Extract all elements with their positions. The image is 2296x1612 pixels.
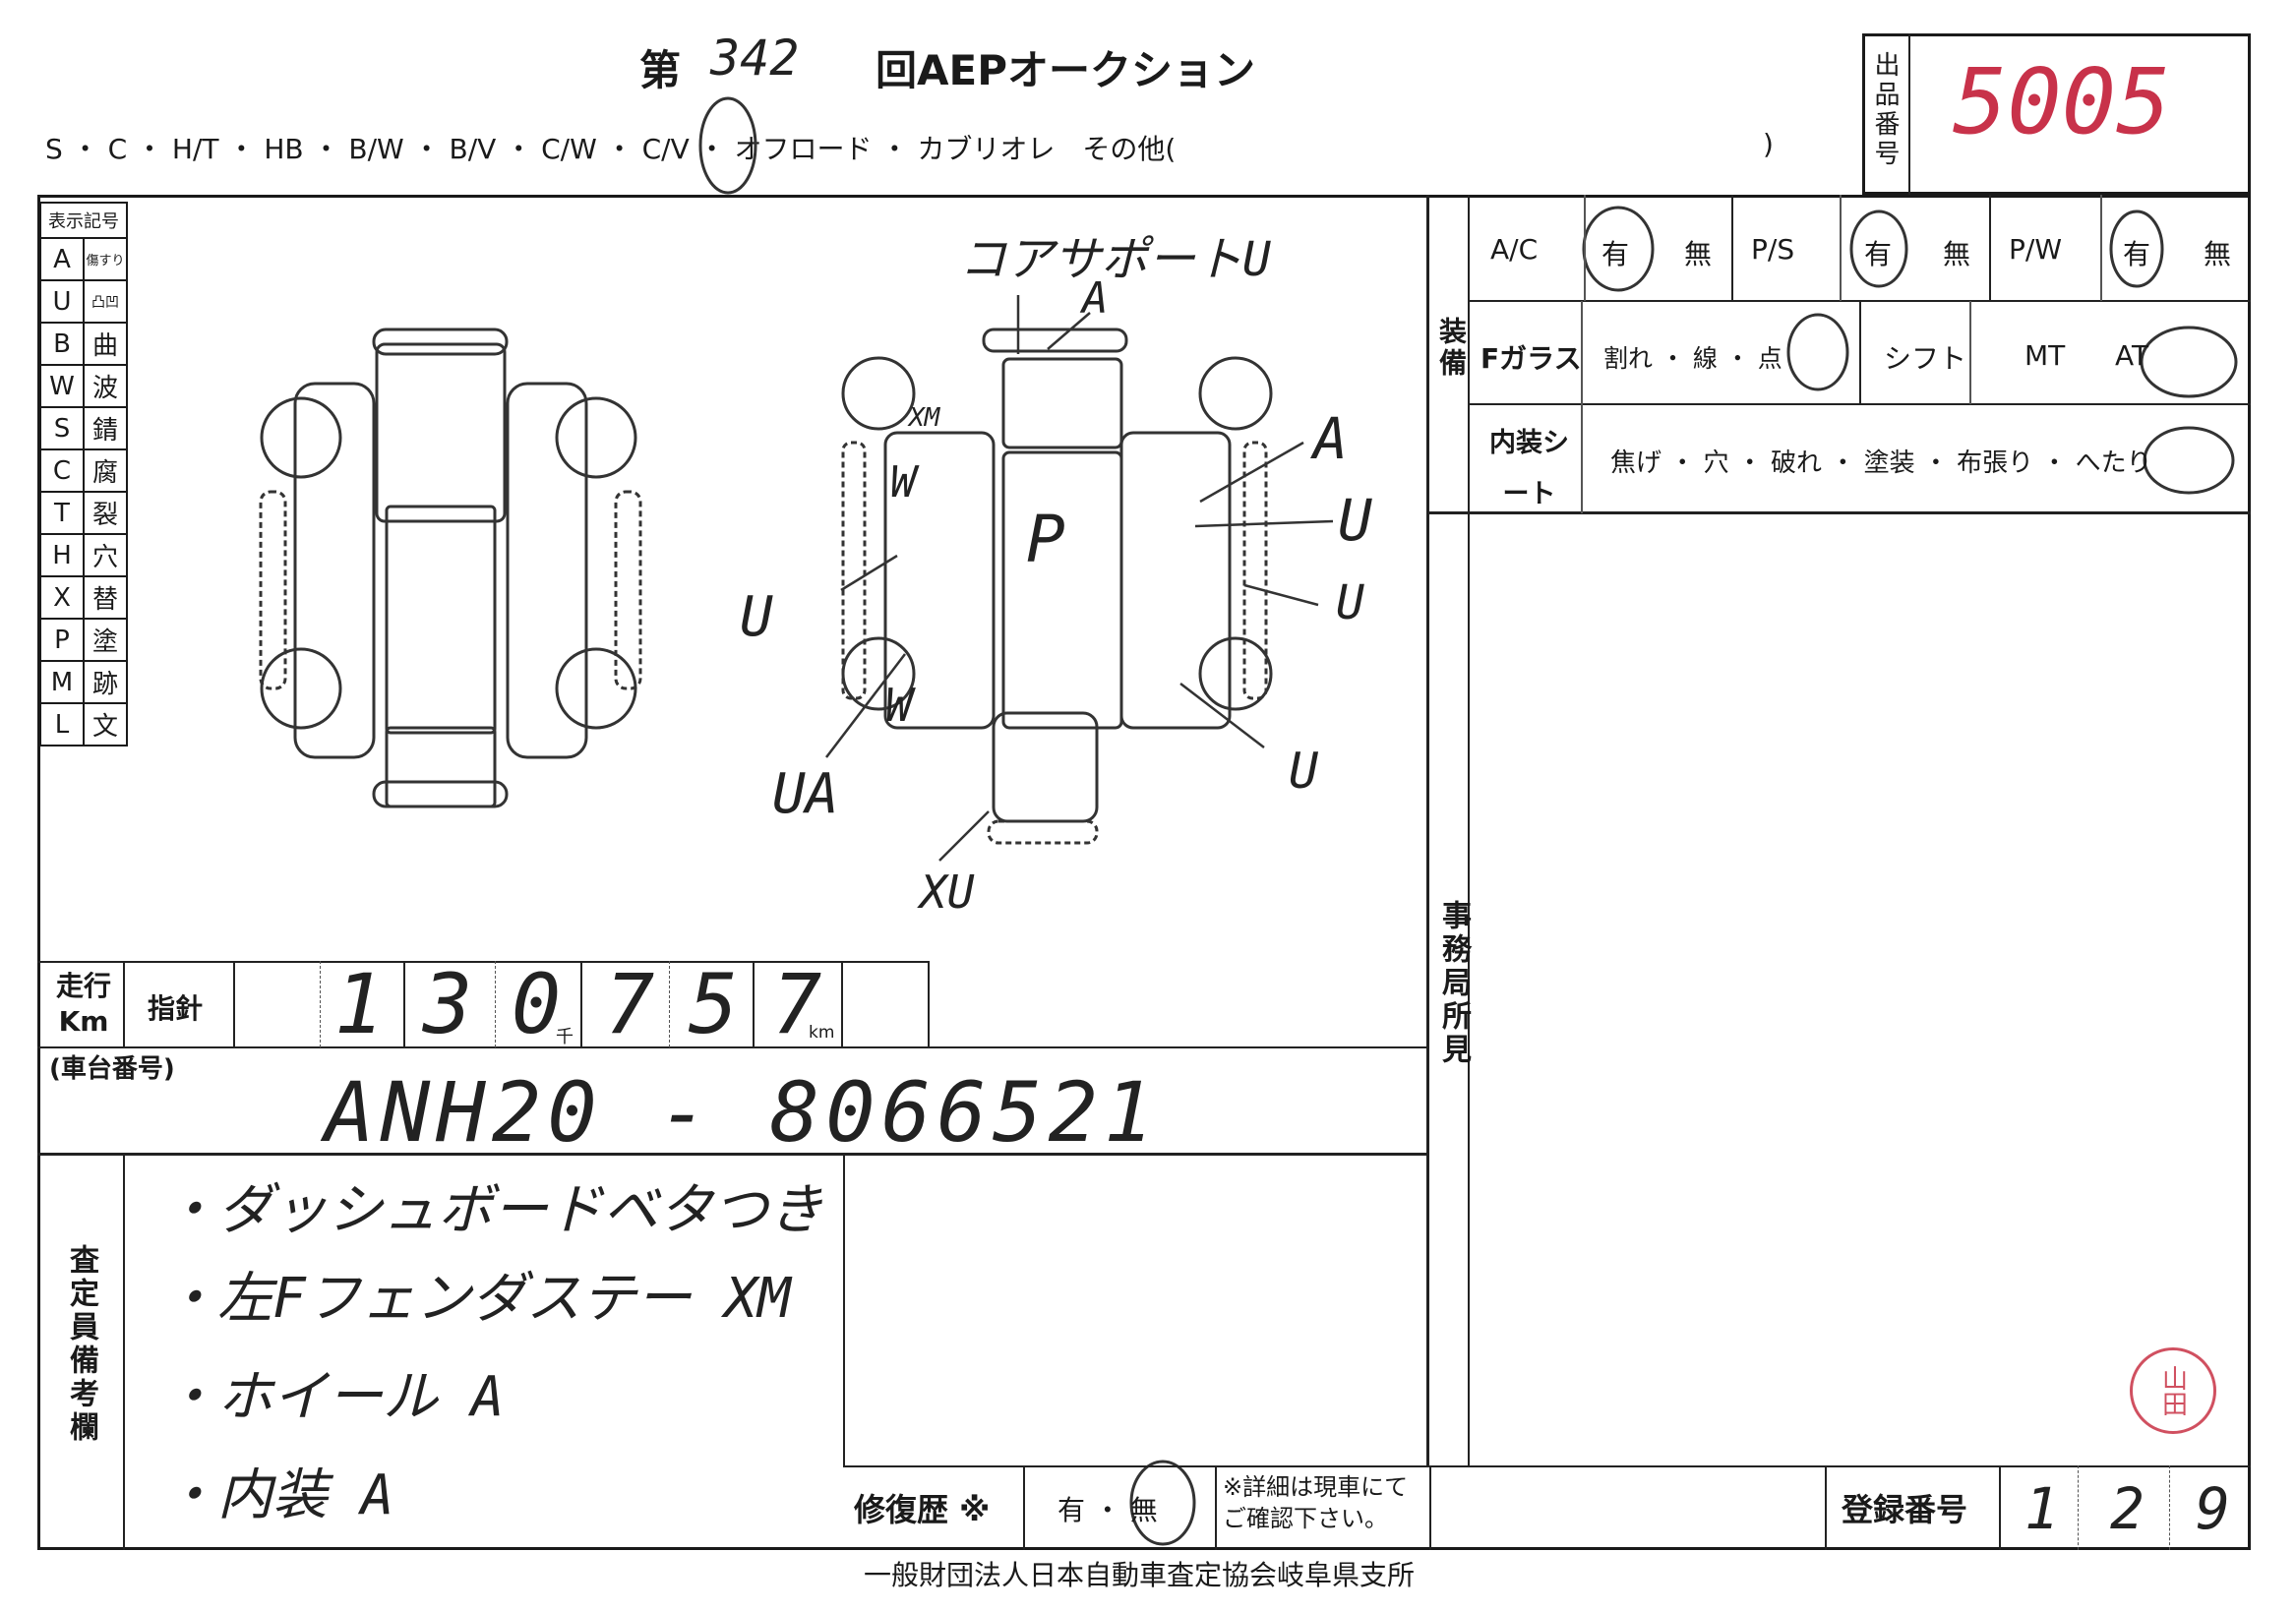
- lot-number-label: 出品番号: [1870, 51, 1900, 169]
- shift-option-mt: MT: [2024, 339, 2066, 372]
- auction-title: 回AEPオークション: [876, 46, 1255, 94]
- legend-meaning: 跡: [83, 660, 128, 704]
- remark-line: ・ダッシュボードベタつき: [162, 1178, 823, 1242]
- needle-label: 指針: [148, 992, 204, 1025]
- legend-code: H: [39, 533, 85, 577]
- note-p-roof: P: [1026, 502, 1065, 577]
- note-u-left: U: [740, 585, 773, 649]
- chassis-number: ANH20 - 8066521: [325, 1064, 1160, 1161]
- note-u-right-2: U: [1336, 575, 1364, 630]
- office-comments-label: 事務局所見: [1436, 900, 1471, 1067]
- km-unit: km: [809, 1023, 835, 1043]
- fglass-options: 割れ ・ 線 ・ 点: [1603, 344, 1782, 373]
- legend-code: A: [39, 237, 85, 281]
- legend-meaning: 穴: [83, 533, 128, 577]
- ps-option-no: 無: [1943, 238, 1971, 270]
- pw-option-yes: 有: [2123, 238, 2151, 270]
- footer-organization: 一般財団法人日本自動車査定協会岐阜県支所: [864, 1559, 1416, 1591]
- legend-meaning: 凸凹: [83, 279, 128, 324]
- odo-digit: 0: [511, 956, 562, 1052]
- remark-line: ・内装 A: [162, 1463, 394, 1527]
- legend-meaning: 塗: [83, 618, 128, 662]
- odo-digit: 7: [771, 956, 822, 1052]
- ac-option-yes: 有: [1601, 238, 1630, 270]
- legend-code: T: [39, 491, 85, 535]
- note-a-right: A: [1313, 405, 1348, 472]
- legend-meaning: 裂: [83, 491, 128, 535]
- pw-label: P/W: [2009, 233, 2063, 266]
- legend-meaning: 曲: [83, 322, 128, 366]
- pw-option-no: 無: [2204, 238, 2232, 270]
- body-type-options: S ・ C ・ H/T ・ HB ・ B/W ・ B/V ・ C/W ・ C/V…: [45, 133, 1177, 165]
- repair-history-options: 有 ・ 無: [1057, 1494, 1158, 1526]
- odo-digit: 7: [604, 956, 655, 1052]
- fglass-label: Fガラス: [1480, 342, 1582, 375]
- mileage-label: 走行Km: [55, 970, 111, 1038]
- remarks-label: 査定員備考欄: [64, 1244, 98, 1445]
- registration-digit: 9: [2196, 1475, 2230, 1542]
- note-w-front: W: [890, 457, 917, 507]
- legend-code: S: [39, 406, 85, 450]
- inspection-sheet-frame: [37, 195, 2251, 1550]
- legend-code: M: [39, 660, 85, 704]
- equipment-label: 装備: [1435, 317, 1468, 380]
- repair-history-label: 修復歴 ※: [854, 1491, 991, 1528]
- odo-digit: 1: [333, 956, 385, 1052]
- legend-code: C: [39, 448, 85, 493]
- shift-label: シフト: [1884, 342, 1967, 375]
- legend-meaning: 錆: [83, 406, 128, 450]
- lot-number: 5005: [1953, 49, 2171, 154]
- legend-code: L: [39, 702, 85, 746]
- note-core-a: A: [1082, 273, 1109, 324]
- note-ua: UA: [772, 762, 839, 826]
- legend-meaning: 腐: [83, 448, 128, 493]
- lot-number-box: [1862, 33, 2251, 195]
- legend-code: W: [39, 364, 85, 408]
- legend-title: 表示記号: [39, 202, 128, 239]
- title-prefix: 第: [639, 46, 682, 94]
- ac-label: A/C: [1490, 233, 1539, 266]
- odo-digit: 5: [688, 956, 739, 1052]
- chassis-label: (車台番号): [49, 1054, 175, 1084]
- car-diagram-plan-view: [259, 328, 642, 808]
- remark-line: ・左Fフェンダステー XM: [162, 1267, 791, 1331]
- remark-line: ・ホイール A: [162, 1365, 505, 1429]
- legend-code: B: [39, 322, 85, 366]
- legend-meaning: 傷すり: [83, 237, 128, 281]
- body-type-close: ): [1763, 128, 1774, 160]
- thousand-unit: 千: [556, 1027, 574, 1047]
- odo-digit: 3: [422, 956, 473, 1052]
- ps-option-yes: 有: [1864, 238, 1893, 270]
- legend-code: X: [39, 575, 85, 620]
- ps-label: P/S: [1751, 233, 1795, 266]
- auction-number: 342: [710, 30, 800, 87]
- legend-meaning: 波: [83, 364, 128, 408]
- registration-label: 登録番号: [1842, 1491, 1968, 1528]
- legend-code: U: [39, 279, 85, 324]
- car-diagram-exploded-view: [841, 328, 1273, 845]
- interior-label: 内装シート: [1489, 428, 1569, 509]
- note-core-support: コアサポートU: [959, 232, 1271, 287]
- note-xu: XU: [920, 866, 975, 919]
- ac-option-no: 無: [1684, 238, 1713, 270]
- inspector-seal-stamp: 山田: [2130, 1347, 2216, 1434]
- note-w-rear: W: [885, 679, 913, 732]
- note-u-right-1: U: [1338, 487, 1372, 554]
- legend-meaning: 文: [83, 702, 128, 746]
- registration-digit: 2: [2110, 1475, 2145, 1542]
- repair-note: ※詳細は現車にてご確認下さい。: [1223, 1473, 1409, 1532]
- note-u-right-3: U: [1289, 743, 1319, 800]
- legend-code: P: [39, 618, 85, 662]
- registration-digit: 1: [2024, 1475, 2059, 1542]
- interior-options: 焦げ ・ 穴 ・ 破れ ・ 塗装 ・ 布張り ・ へたり: [1610, 448, 2152, 478]
- shift-option-at: AT: [2115, 339, 2149, 372]
- legend-meaning: 替: [83, 575, 128, 620]
- note-xm: XM: [909, 403, 940, 433]
